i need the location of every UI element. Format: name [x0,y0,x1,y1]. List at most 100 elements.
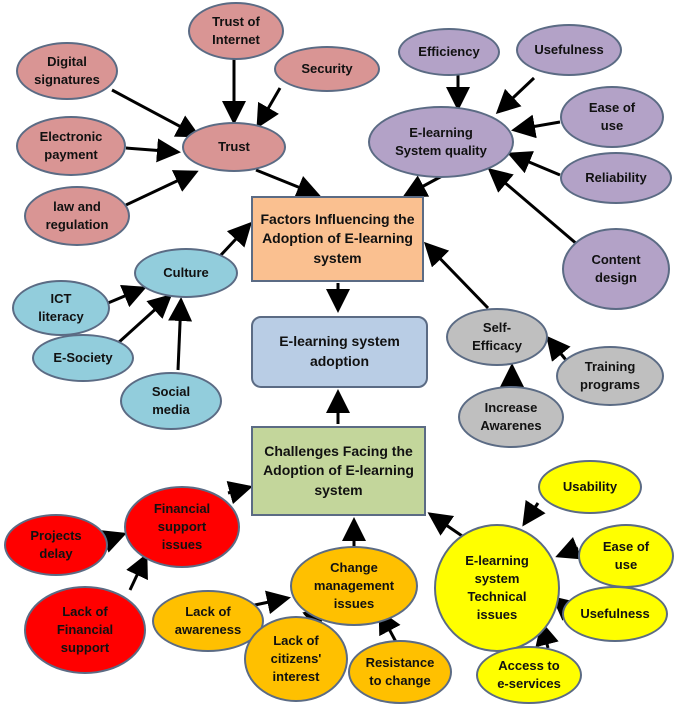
lack-of-financial-support-node: Lack of Financial support [24,586,146,674]
adoption-line-2: adoption [309,353,370,369]
node-line: Usefulness [534,41,604,57]
usefulness-node: Usefulness [516,24,622,76]
change-hub-line-1: Change [330,559,378,575]
technical-hub-line-3: Technical [467,589,527,604]
node-line: to change [369,673,431,688]
node-line: Reliability [585,169,647,185]
arrow-content-design-to-quality [487,168,579,247]
resistance-to-change-node: Resistance to change [348,640,452,704]
node-line: law and [53,198,101,214]
node-line: Access to [498,657,560,673]
node-line: Resistance [365,654,435,670]
reliability-node: Reliability [560,152,672,204]
node-line: use [600,118,624,133]
node-line: awareness [174,622,242,637]
quality-hub-line-1: E-learning [409,124,473,140]
quality-hub: E-learning System quality [368,106,514,178]
culture-hub: Culture [134,248,238,298]
adoption-line-1: E-learning system [279,333,400,350]
arrow-projects-delay-to-financial [100,530,127,553]
arrow-lack-financial-to-financial [126,553,148,591]
arrow-electronic-payment-to-trust [125,138,181,163]
node-line: e-services [497,676,561,691]
self-efficacy-hub: Self- Efficacy [446,308,548,366]
change-hub-line-3: issues [333,596,375,612]
node-line: Digital [47,53,87,69]
node-line: Increase [484,399,538,415]
efficacy-hub-line-2: Efficacy [472,338,522,353]
node-line: support [60,640,110,656]
arrow-efficacy-to-factors [423,241,490,310]
node-line: E-Society [53,349,113,365]
node-line: Trust of [212,13,260,29]
lack-of-citizens-interest-node: Lack of citizens' interest [244,616,348,702]
arrow-ict-to-culture [107,285,147,308]
arrow-security-to-trust [256,87,282,129]
financial-hub-line-2: support [157,518,207,534]
arrow-ease-of-use-to-quality [511,114,561,139]
technical-hub-line-1: E-learning [465,552,529,568]
security-node: Security [274,46,380,92]
node-line: Ease of [602,538,650,554]
node-line: Lack of [62,603,108,619]
node-line: Lack of [185,603,231,619]
arrow-usefulness-to-quality [495,76,536,115]
tech-usefulness-node: Usefulness [562,586,668,642]
node-line: ICT [50,290,72,306]
adoption-box: E-learning system adoption [251,316,428,388]
law-regulation-node: law and regulation [24,186,130,246]
node-line: Ease of [588,99,636,115]
training-programs-node: Training programs [556,346,664,406]
ease-of-use-node: Ease of use [560,86,664,148]
arrow-ease-to-technical [555,537,582,560]
quality-hub-line-2: System quality [395,143,487,158]
increase-awareness-node: Increase Awarenes [458,386,564,448]
lack-of-awareness-node: Lack of awareness [152,590,264,652]
node-line: Usability [562,478,618,494]
arrow-training-to-efficacy [546,335,571,362]
factors-line-3: system [313,249,362,266]
change-hub-line-2: management [313,577,395,593]
arrow-culture-to-factors [218,221,253,258]
node-line: Internet [212,32,260,47]
projects-delay-node: Projects delay [4,514,108,576]
technical-issues-hub: E-learning system Technical issues [434,524,560,652]
challenges-line-3: system [314,481,363,498]
culture-hub-label: Culture [163,264,209,280]
efficacy-hub-line-1: Self- [482,319,512,335]
arrow-financial-to-challenges [226,480,253,505]
node-line: media [152,402,190,417]
node-line: payment [44,147,98,162]
financial-hub-line-1: Financial [153,500,211,516]
node-line: Training [584,358,636,374]
e-society-node: E-Society [32,334,134,382]
node-line: regulation [45,217,109,232]
node-line: delay [39,546,73,561]
arrow-trust-to-factors [255,168,321,199]
node-line: Lack of [273,632,319,648]
ict-literacy-node: ICT literacy [12,280,110,336]
node-line: programs [580,377,640,392]
trust-hub-label: Trust [218,138,250,154]
node-line: Efficiency [418,43,480,59]
factors-box: Factors Influencing the Adoption of E-le… [251,196,424,282]
node-line: Projects [30,527,82,543]
node-line: use [614,557,638,572]
arrow-social-media-to-culture [168,297,193,371]
node-line: Social [151,383,191,399]
financial-hub-line-3: issues [161,537,203,553]
trust-of-internet-node: Trust of Internet [188,2,284,60]
technical-hub-line-4: issues [476,607,518,623]
node-line: literacy [38,309,84,324]
arrow-digital-signatures-to-trust [111,88,201,138]
digital-signatures-node: Digital signatures [16,42,118,100]
factors-line-2: Adoption of E-learning [262,230,413,247]
usability-node: Usability [538,460,642,514]
challenges-box: Challenges Facing the Adoption of E-lear… [251,426,426,516]
arrow-quality-to-factors [402,174,443,198]
social-media-node: Social media [120,372,222,430]
arrow-law-to-trust [125,170,199,207]
change-management-hub: Change management issues [290,546,418,626]
